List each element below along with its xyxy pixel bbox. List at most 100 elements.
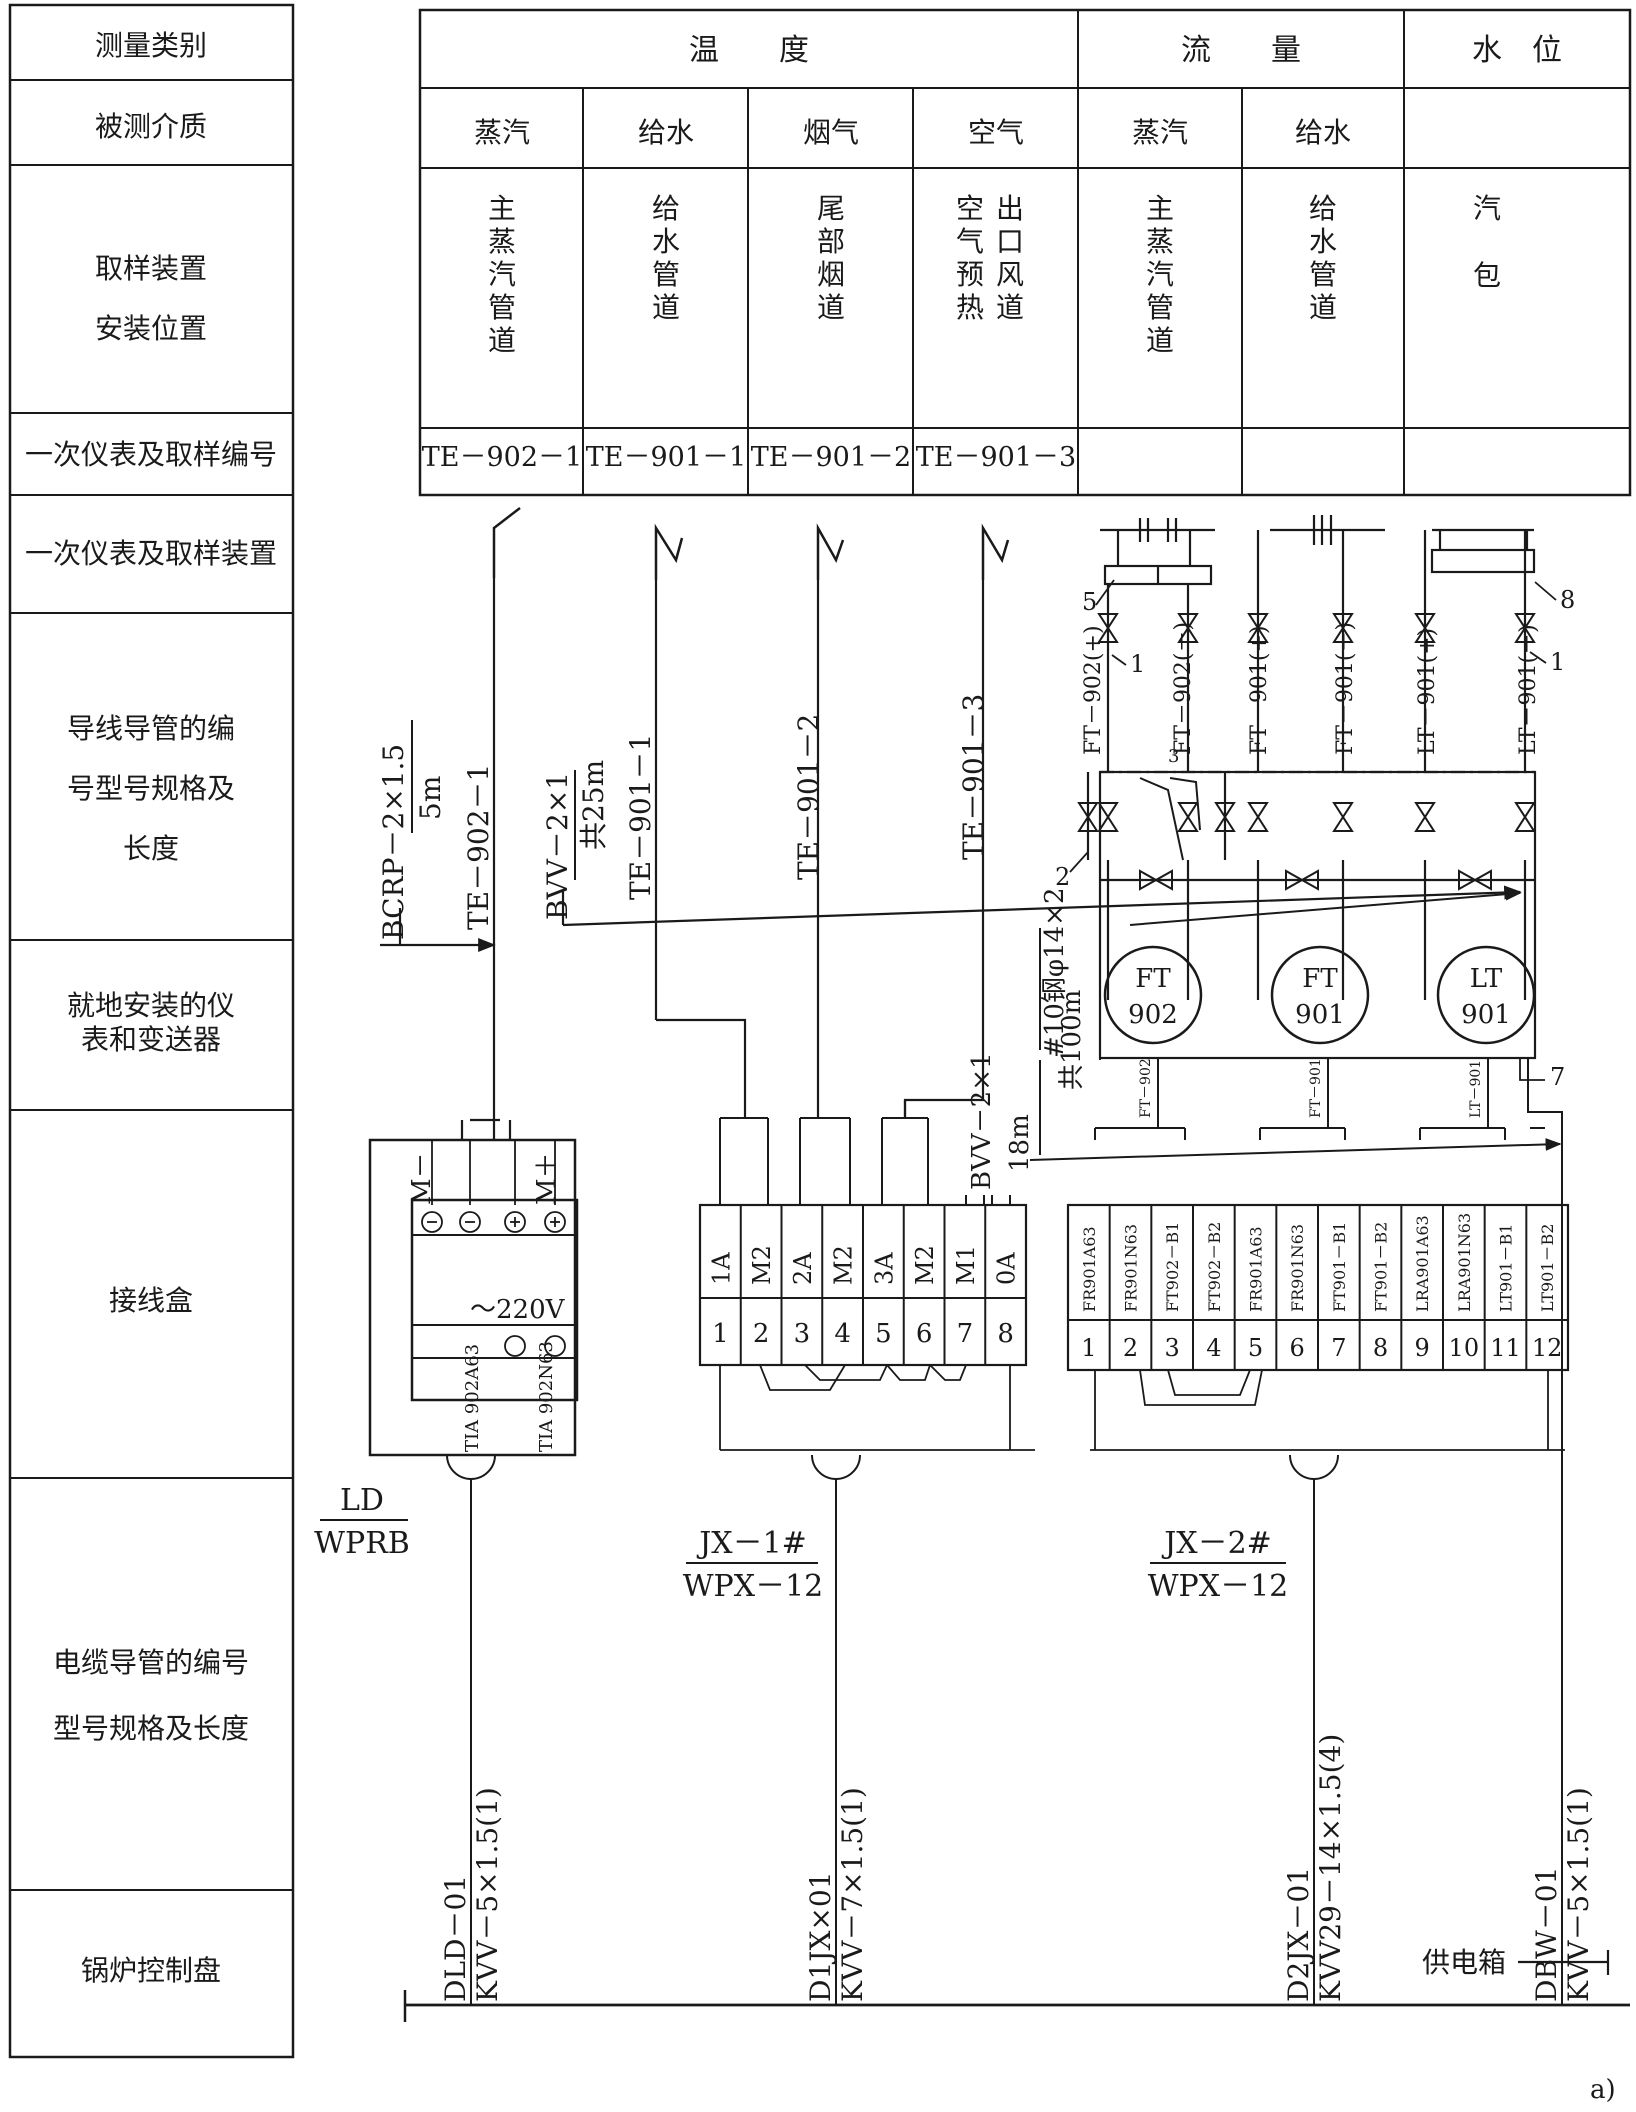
impulse-piping: FT－902(+)FT－902(－)FT－901(+)FT－901(－)LT－9…: [1029, 515, 1575, 1161]
primary-tag-1: TE－901－1: [586, 442, 746, 473]
jx2-top-label-8: LRA901A63: [1413, 1215, 1432, 1312]
drain-valve-4: [1247, 802, 1269, 832]
wire-4-tag: TE－901－3: [957, 694, 990, 860]
jx2-top-label-1: FR901N63: [1122, 1224, 1141, 1312]
jx2-top-label-5: FR901N63: [1288, 1224, 1307, 1312]
primary-tag-0: TE－902－1: [422, 442, 582, 473]
transmitter-name: LT: [1470, 964, 1503, 994]
location-char: 蒸: [1146, 225, 1174, 258]
cable-id-0: DLD－01: [439, 1875, 472, 2002]
drain-valve-1: [1097, 802, 1119, 832]
signal-ft901-label: FT－901: [1308, 1058, 1324, 1118]
jx1-box-number: JX－1#: [696, 1526, 807, 1561]
wire-1-type: BCRP－2×1.5: [377, 744, 410, 940]
jx1-terminal-number-1: 2: [753, 1319, 770, 1349]
cable-spec-1: KVV－7×1.5(1): [836, 1787, 869, 2002]
jx2-terminal-number-11: 12: [1532, 1334, 1563, 1362]
callout-1-right: 1: [1550, 648, 1565, 676]
medium-cell-5: 给水: [1295, 116, 1351, 149]
transmitter-number: 902: [1128, 1000, 1178, 1030]
callout-7: 7: [1550, 1063, 1565, 1091]
cable-spec-2: KVV29－14×1.5(4): [1314, 1734, 1347, 2002]
cable-id-3: DBW－01: [1530, 1867, 1563, 2002]
row-label-local-instruments-2: 表和变送器: [81, 1023, 221, 1056]
location-char: 气: [956, 225, 984, 258]
ld-terminal-m-minus: M－: [407, 1152, 437, 1205]
power-box-label: 供电箱: [1422, 1946, 1506, 1979]
drain-valve-5: [1332, 802, 1354, 832]
location-char: 道: [1309, 291, 1337, 324]
location-char: 道: [488, 324, 516, 357]
wire-2-type: BVV－2×1: [541, 772, 574, 920]
medium-cell-2: 烟气: [803, 116, 859, 149]
location-cell-drum: 汽包: [1473, 192, 1501, 292]
location-char: 管: [1146, 291, 1174, 324]
jx2-box-number: JX－2#: [1161, 1526, 1272, 1561]
pipe-length-label: 共100m: [1057, 990, 1087, 1090]
jx2-top-label-2: FT902－B1: [1163, 1222, 1182, 1312]
primary-tag-2: TE－901－2: [751, 442, 911, 473]
location-char: 汽: [1146, 258, 1174, 291]
transmitter-ft902: FT902: [1103, 945, 1203, 1045]
category-temperature: 温 度: [689, 33, 809, 68]
balance-valve-2: [1458, 869, 1492, 891]
figure-label: a): [1590, 2075, 1616, 2105]
row-label-control-panel: 锅炉控制盘: [81, 1954, 221, 1987]
isolation-valve-2: [1247, 613, 1269, 643]
transmitter-name: FT: [1302, 964, 1338, 994]
signal-ft902-label: FT－902: [1138, 1058, 1154, 1118]
impulse-label-5: LT－901(－): [1516, 624, 1541, 755]
wire-1-length: 5m: [414, 776, 447, 820]
wire-2-tag: TE－901－1: [624, 734, 657, 900]
row-label-measure-category: 测量类别: [95, 29, 207, 62]
category-flow: 流 量: [1181, 33, 1301, 68]
jx1-terminal-number-7: 8: [997, 1319, 1014, 1349]
location-char: 烟: [817, 258, 845, 291]
callout-5: 5: [1082, 588, 1097, 616]
medium-cell-3: 空气: [968, 116, 1024, 149]
row-label-wire-spec-3: 长度: [123, 832, 179, 865]
jx2-terminal-number-3: 4: [1206, 1334, 1221, 1362]
drain-valve-0: [1077, 802, 1099, 832]
impulse-label-0: FT－902(+): [1081, 625, 1106, 755]
jx2-terminal-number-5: 6: [1290, 1334, 1305, 1362]
jx2-top-label-3: FT902－B2: [1205, 1222, 1224, 1312]
cable-id-2: D2JX－01: [1282, 1867, 1315, 2002]
category-water-level: 水 位: [1472, 33, 1562, 68]
row-label-sampling-location-2: 安装位置: [95, 312, 207, 345]
ld-id-a: TIA 902A63: [462, 1344, 483, 1452]
row-label-medium: 被测介质: [95, 110, 207, 143]
jx2-terminal-number-8: 9: [1415, 1334, 1430, 1362]
jx2-top-label-6: FT901－B1: [1330, 1222, 1349, 1312]
row-label-local-instruments-1: 就地安装的仪: [67, 989, 235, 1022]
isolation-valve-4: [1414, 613, 1436, 643]
row-label-wire-spec-2: 号型号规格及: [67, 772, 235, 805]
jx2-terminal-number-2: 3: [1165, 1334, 1180, 1362]
primary-tag-3: TE－901－3: [916, 442, 1076, 473]
medium-cell-1: 给水: [638, 116, 694, 149]
jx1-terminal-number-4: 5: [875, 1319, 892, 1349]
jx1-top-label-7: 0A: [993, 1252, 1021, 1285]
callout-2: 2: [1055, 863, 1070, 891]
jx1-terminal-number-5: 6: [916, 1319, 933, 1349]
jx1-top-label-6: M1: [952, 1245, 980, 1285]
row-label-primary-tag: 一次仪表及取样编号: [25, 438, 277, 471]
jx1-top-label-4: 3A: [870, 1252, 898, 1285]
drain-valve-2: [1177, 802, 1199, 832]
drain-valve-6: [1414, 802, 1436, 832]
jx2-box-model: WPX－12: [1148, 1569, 1289, 1604]
jx2-top-label-0: FR901A63: [1080, 1226, 1099, 1312]
location-char: 主: [488, 192, 516, 225]
pipe-spec-label: #10钢φ14×2: [1040, 888, 1070, 1059]
jx1-box-model: WPX－12: [683, 1569, 824, 1604]
location-char: 风: [996, 258, 1024, 291]
location-char: 尾: [817, 192, 845, 225]
left-label-column: 测量类别 被测介质 取样装置 安装位置 一次仪表及取样编号 一次仪表及取样装置 …: [8, 3, 295, 2059]
jx1-top-label-2: 2A: [789, 1252, 817, 1285]
location-drum-2: 包: [1473, 259, 1501, 292]
